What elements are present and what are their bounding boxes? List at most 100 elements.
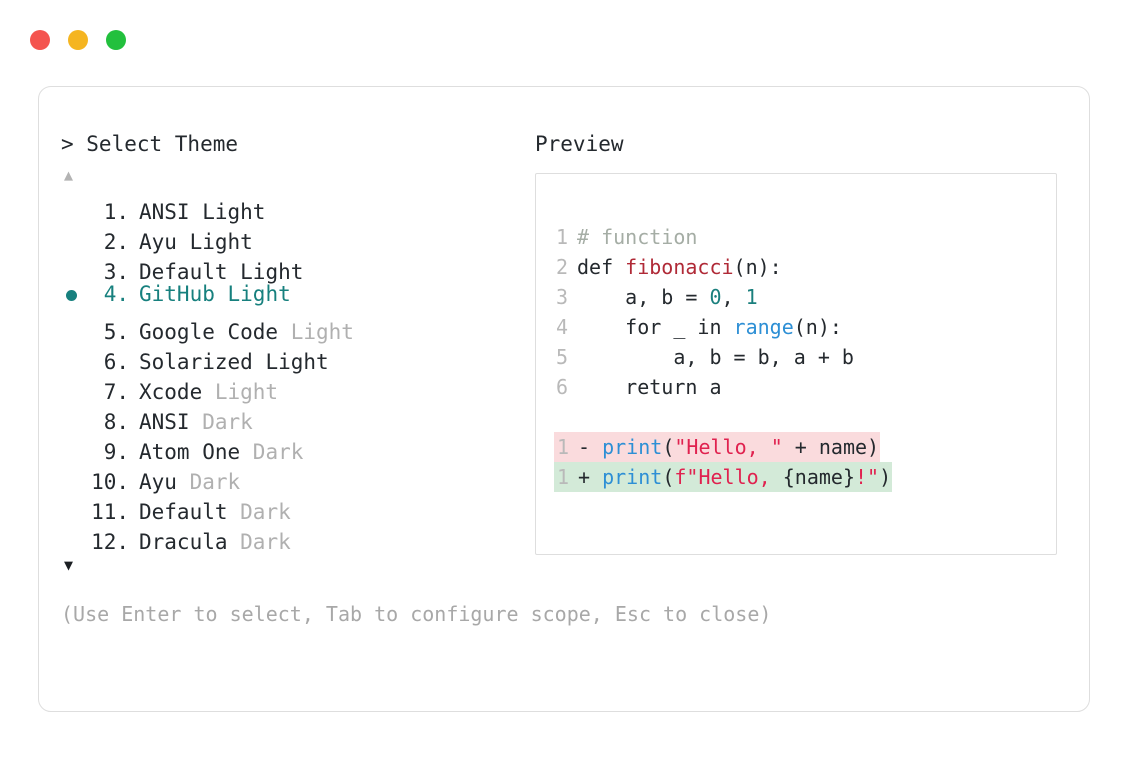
code-token: , (721, 285, 746, 309)
theme-item-variant: Dark (240, 500, 291, 524)
theme-list-item[interactable]: 8. ANSI Dark (61, 399, 531, 434)
selected-bullet-icon (61, 309, 87, 339)
theme-item-label: Solarized Light (139, 350, 329, 374)
code-token: ( (662, 465, 675, 489)
theme-item-variant: Light (265, 350, 329, 374)
theme-item-number: 4. (91, 282, 129, 306)
scroll-down-icon[interactable]: ▼ (64, 556, 74, 574)
theme-item-number: 2. (91, 230, 129, 254)
line-number: 6 (555, 375, 568, 399)
theme-item-variant: Dark (202, 410, 253, 434)
theme-item-variant: Dark (240, 530, 291, 554)
scroll-up-icon[interactable]: ▲ (64, 166, 74, 184)
theme-item-number: 12. (91, 530, 129, 554)
selected-bullet-icon (61, 281, 87, 311)
preview-title: Preview (535, 132, 624, 156)
keyboard-hint: (Use Enter to select, Tab to configure s… (61, 602, 772, 626)
diff-line-added: 1+ print(f"Hello, {name}!") (554, 462, 1048, 492)
code-token: (n): (793, 315, 842, 339)
code-token: a, b = (577, 285, 710, 309)
theme-item-label: GitHub Light (139, 282, 291, 306)
theme-item-number: 1. (91, 200, 129, 224)
code-token: {name} (782, 465, 855, 489)
selected-bullet-icon (61, 189, 87, 219)
theme-item-number: 11. (91, 500, 129, 524)
theme-list-item[interactable]: 1. ANSI Light (61, 189, 531, 224)
theme-list-item[interactable]: 11. Default Dark (61, 489, 531, 524)
code-token: a, b = b, a + b (577, 345, 854, 369)
theme-item-variant: Light (290, 320, 354, 344)
diff-highlight: 1- print("Hello, " + name) (554, 432, 881, 462)
selected-bullet-icon (61, 369, 87, 399)
theme-item-variant: Light (227, 282, 291, 306)
theme-item-label: ANSI Dark (139, 410, 253, 434)
theme-list-item[interactable]: 7.Xcode Light (61, 369, 531, 404)
code-token: ) (879, 465, 892, 489)
code-line: 3 a, b = 0, 1 (554, 282, 1048, 312)
diff-line-number: 1 (556, 465, 569, 489)
page-title: > Select Theme (61, 132, 239, 156)
line-number: 1 (555, 225, 568, 249)
code-token: 1 (745, 285, 758, 309)
theme-item-label: Ayu Dark (139, 470, 241, 494)
code-token: + name) (782, 435, 880, 459)
code-token: for _ in (577, 315, 734, 339)
theme-item-number: 8. (91, 410, 129, 434)
theme-item-variant: Light (240, 260, 304, 284)
theme-item-number: 5. (91, 320, 129, 344)
theme-list-item[interactable]: 3.Default Light (61, 249, 531, 284)
theme-item-label: Xcode Light (139, 380, 279, 404)
code-token: fibonacci (625, 255, 734, 279)
diff-line-number: 1 (556, 435, 569, 459)
theme-picker-card: > Select Theme ▲ 1. ANSI Light 2. Ayu Ligh… (38, 86, 1090, 712)
theme-list-item[interactable]: 10. Ayu Dark (61, 459, 531, 494)
theme-item-variant: Dark (252, 440, 304, 464)
theme-item-variant: Light (189, 230, 253, 254)
code-token: range (733, 315, 794, 339)
selected-bullet-icon (61, 429, 87, 459)
window-minimize-button[interactable] (68, 30, 88, 50)
theme-item-label: ANSI Light (139, 200, 266, 224)
selected-bullet-icon (61, 459, 87, 489)
line-number: 2 (555, 255, 568, 279)
diff-sign: + (578, 465, 603, 489)
selected-bullet-icon (61, 399, 87, 429)
theme-selector-pane: > Select Theme ▲ 1. ANSI Light 2. Ayu Ligh… (61, 131, 772, 627)
theme-list-item[interactable]: 2. Ayu Light (61, 219, 531, 254)
selected-bullet-icon (61, 219, 87, 249)
theme-item-number: 10. (91, 470, 129, 494)
window-titlebar (30, 30, 126, 50)
code-token: return a (577, 375, 722, 399)
diff-line-removed: 1- print("Hello, " + name) (554, 432, 1048, 462)
line-number: 4 (555, 315, 568, 339)
theme-item-number: 9. (91, 440, 129, 464)
theme-item-variant: Dark (189, 470, 241, 494)
theme-list-item[interactable]: 9. Atom One Dark (61, 429, 531, 464)
code-token: "Hello, " (674, 435, 783, 459)
code-token: !" (854, 465, 880, 489)
code-token: print (602, 465, 663, 489)
window-close-button[interactable] (30, 30, 50, 50)
code-token: ( (662, 435, 675, 459)
code-token: 0 (709, 285, 722, 309)
line-number: 3 (555, 285, 568, 309)
theme-item-label: Atom One Dark (139, 440, 304, 464)
theme-item-label: Google Code Light (139, 320, 354, 344)
code-line: 5 a, b = b, a + b (554, 342, 1048, 372)
window-maximize-button[interactable] (106, 30, 126, 50)
diff-sign: - (578, 435, 603, 459)
selected-bullet-icon (61, 249, 87, 279)
theme-list-item[interactable]: 6. Solarized Light (61, 339, 531, 374)
theme-item-label: Ayu Light (139, 230, 253, 254)
theme-list-item[interactable]: 4. GitHub Light (61, 279, 531, 309)
theme-item-label: Dracula Dark (139, 530, 291, 554)
code-token: print (602, 435, 663, 459)
theme-list-item[interactable]: 12. Dracula Dark (61, 519, 531, 554)
theme-list-item[interactable]: 5. Google Code Light (61, 309, 531, 344)
code-spacer (554, 402, 1048, 432)
theme-item-number: 6. (91, 350, 129, 374)
theme-list: 1. ANSI Light 2. Ayu Light 3.Default Light… (61, 189, 531, 554)
theme-item-label: Default Dark (139, 500, 291, 524)
